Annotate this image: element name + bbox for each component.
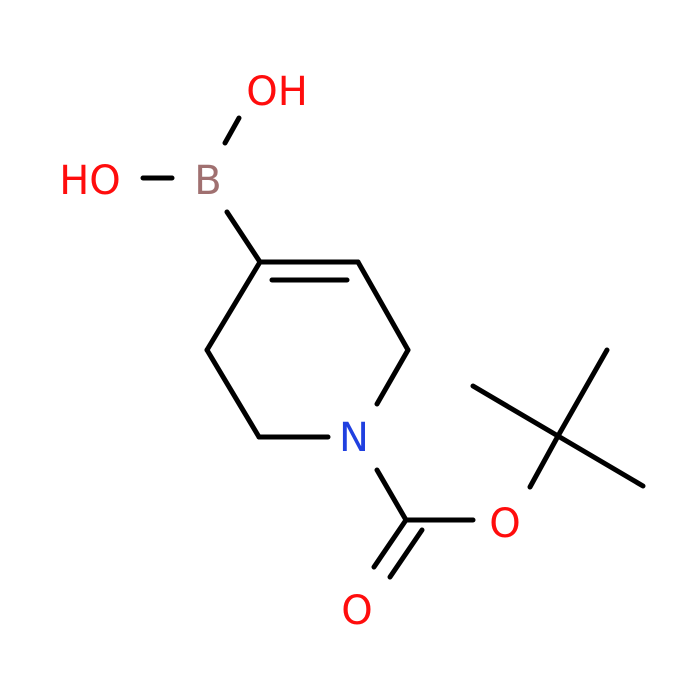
bonds xyxy=(140,115,646,580)
atom-oh-left: HO xyxy=(59,158,121,204)
bond-c2-n xyxy=(374,347,411,407)
bond-c3-c2 xyxy=(355,259,411,353)
bond-carbonyl-o-b xyxy=(387,527,425,580)
bond-tbu-methyl-left xyxy=(470,383,561,439)
bond-tbu-methyl-right xyxy=(555,433,646,489)
atom-oh-top: OH xyxy=(246,69,308,115)
bond-n-carbonyl xyxy=(374,467,409,523)
bond-tbu-methyl-top xyxy=(555,347,610,439)
bond-b-c4 xyxy=(224,209,263,265)
atom-carbonyl-oxygen: O xyxy=(341,588,372,634)
bond-b-oh-top xyxy=(222,115,242,146)
atom-ester-oxygen: O xyxy=(489,501,520,547)
bond-c5-c4 xyxy=(204,259,263,353)
atom-labels: OH HO B N O O xyxy=(59,69,521,634)
bond-ester-o-tbu xyxy=(527,433,561,490)
bond-carbonyl-o-a xyxy=(371,517,409,570)
bond-c6-c5 xyxy=(204,347,262,440)
atom-nitrogen: N xyxy=(339,415,369,461)
atom-boron: B xyxy=(194,158,221,204)
